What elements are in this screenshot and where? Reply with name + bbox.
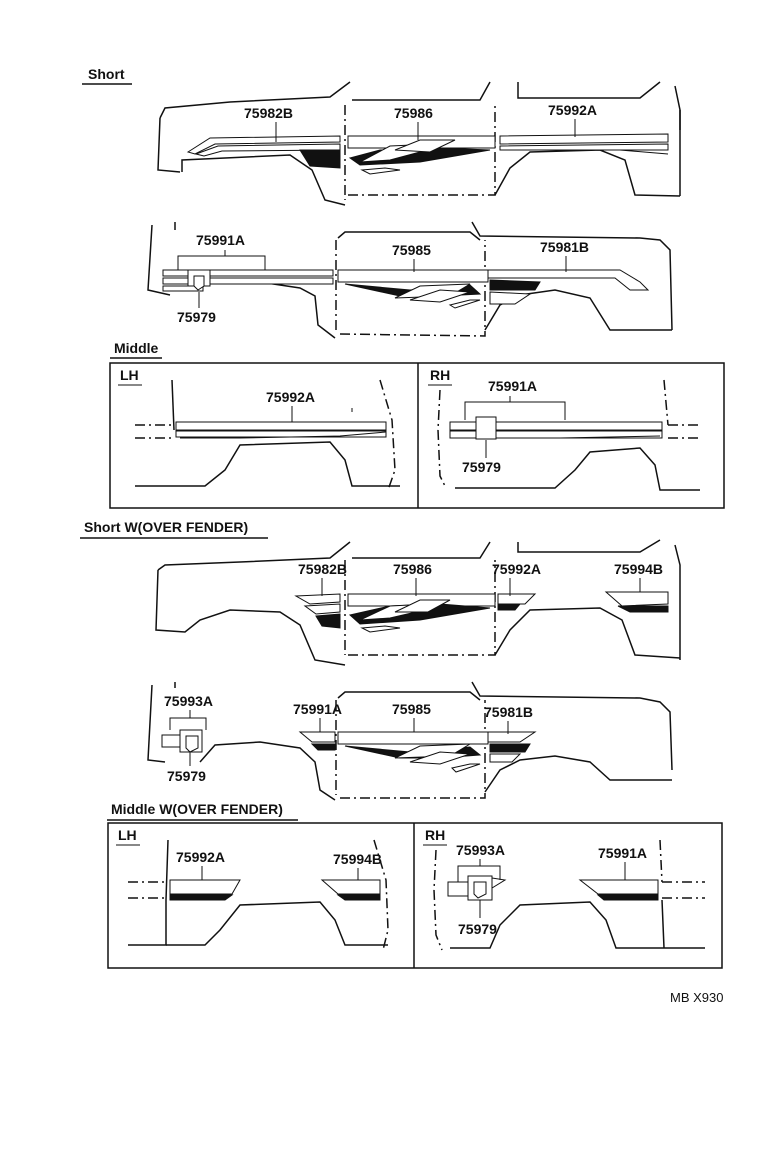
label-75979-short: 75979 (177, 309, 216, 325)
side-rh-middle: RH (430, 367, 450, 383)
short-rh-body (147, 221, 673, 339)
label-75986-short: 75986 (394, 105, 433, 121)
leader-75993A-short-of (169, 710, 207, 730)
label-75981B-short-of: 75981B (484, 704, 533, 720)
label-75991A-short-of: 75991A (293, 701, 342, 717)
side-lh-middle-of: LH (118, 827, 137, 843)
middle-over-fender-lh-body (128, 839, 389, 951)
section-title-short-over-fender: Short W(OVER FENDER) (84, 519, 248, 535)
middle-frame (109, 362, 725, 509)
label-75979-middle: 75979 (462, 459, 501, 475)
label-75991A-middle: 75991A (488, 378, 537, 394)
leader-75991A-middle (464, 396, 566, 420)
diagram-code: MB X930 (670, 990, 723, 1005)
label-75991A-middle-of: 75991A (598, 845, 647, 861)
label-75979-short-of: 75979 (167, 768, 206, 784)
label-75993A-middle-of: 75993A (456, 842, 505, 858)
middle-rh-body (437, 379, 700, 491)
label-75979-middle-of: 75979 (458, 921, 497, 937)
leader-75993A-middle-of (457, 859, 501, 882)
side-rh-middle-of: RH (425, 827, 445, 843)
label-75992A-short: 75992A (548, 102, 597, 118)
label-75985-short-of: 75985 (392, 701, 431, 717)
label-75992A-middle: 75992A (266, 389, 315, 405)
short-lh-body (157, 81, 681, 206)
middle-over-fender-rh-body (433, 839, 705, 951)
label-75992A-short-of: 75992A (492, 561, 541, 577)
section-title-short: Short (88, 66, 125, 82)
middle-over-fender-frame (107, 822, 723, 969)
middle-lh-body (135, 379, 400, 491)
label-75986-short-of: 75986 (393, 561, 432, 577)
short-over-fender-lh-body (155, 539, 681, 666)
label-75991A-short: 75991A (196, 232, 245, 248)
section-title-middle-over-fender: Middle W(OVER FENDER) (111, 801, 283, 817)
label-75985-short: 75985 (392, 242, 431, 258)
label-75992A-middle-of: 75992A (176, 849, 225, 865)
side-lh-middle: LH (120, 367, 139, 383)
label-75993A-short-of: 75993A (164, 693, 213, 709)
label-75994B-short-of: 75994B (614, 561, 663, 577)
label-75994B-middle-of: 75994B (333, 851, 382, 867)
label-75981B-short: 75981B (540, 239, 589, 255)
label-75982B-short-of: 75982B (298, 561, 347, 577)
section-title-middle: Middle (114, 340, 159, 356)
leader-75991A-short (177, 250, 266, 270)
short-over-fender-rh-body (147, 681, 673, 801)
label-75982B-short: 75982B (244, 105, 293, 121)
